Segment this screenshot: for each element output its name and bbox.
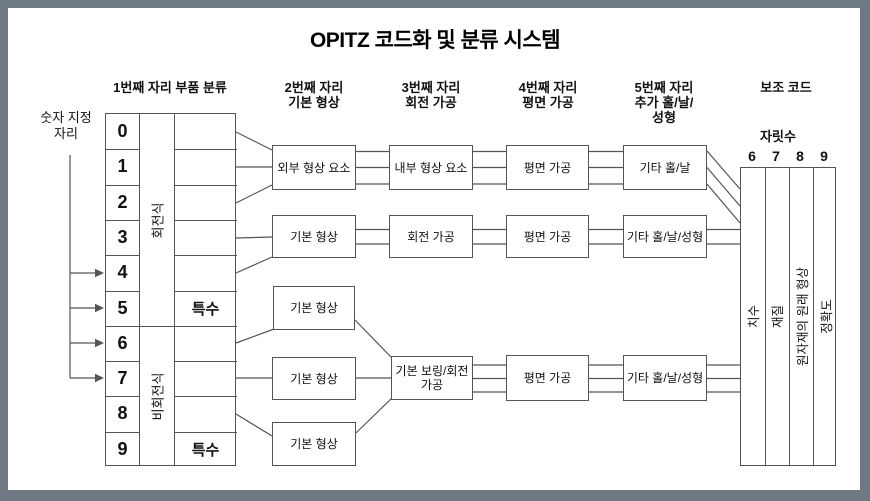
aux-digit-6: 6	[748, 148, 756, 164]
aux-digit-row: 6 7 8 9	[740, 148, 836, 164]
aux-digit-9: 9	[820, 148, 828, 164]
aux-code-table: 치수 재질 원자재의 원래 형상 정확도	[740, 167, 836, 466]
non-rotary-group-cell: 비회전식	[150, 372, 165, 421]
digit-cell-7: 7	[117, 368, 128, 388]
box-basic-shape-4: 기본 형상	[272, 422, 356, 466]
table-divider	[813, 168, 814, 465]
aux-col-dimension: 치수	[747, 304, 762, 329]
box-basic-shape-1: 기본 형상	[272, 215, 356, 258]
page-title: OPITZ 코드화 및 분류 시스템	[309, 29, 561, 52]
digit-cell-0: 0	[117, 121, 128, 141]
header-digit3: 3번째 자리 회전 가공	[401, 80, 461, 110]
box-rotation-machining: 회전 가공	[389, 215, 473, 258]
digit-cell-2: 2	[117, 192, 128, 212]
aux-digits-title: 자릿수	[760, 129, 796, 144]
header-aux-code: 보조 코드	[760, 80, 812, 95]
digit-cell-8: 8	[117, 403, 128, 423]
box-basic-boring: 기본 보링/회전 가공	[391, 356, 473, 400]
box-plane-machining-3: 평면 가공	[506, 355, 589, 401]
box-basic-shape-3: 기본 형상	[272, 357, 356, 400]
table-divider	[139, 114, 140, 465]
digit-cell-9: 9	[117, 439, 128, 459]
digit-cell-6: 6	[117, 333, 128, 353]
box-other-holes-forming-2: 기타 홀/날/성형	[623, 355, 707, 401]
aux-digit-7: 7	[772, 148, 780, 164]
box-basic-shape-2: 기본 형상	[273, 286, 355, 330]
special-cell-9: 특수	[191, 442, 220, 459]
aux-digit-8: 8	[796, 148, 804, 164]
digit-designation-label: 숫자 지정 자리	[40, 110, 92, 141]
digit-cell-4: 4	[117, 262, 128, 282]
box-external-shape: 외부 형상 요소	[272, 145, 356, 190]
special-cell-5: 특수	[191, 301, 220, 318]
aux-col-accuracy: 정확도	[819, 299, 834, 334]
box-other-holes: 기타 홀/날	[623, 145, 707, 190]
table-divider	[789, 168, 790, 465]
box-internal-shape: 내부 형상 요소	[389, 145, 473, 190]
box-plane-machining-1: 평면 가공	[506, 145, 589, 190]
box-plane-machining-2: 평면 가공	[506, 215, 589, 258]
header-digit1: 1번째 자리 부품 분류	[113, 80, 227, 95]
table-divider	[765, 168, 766, 465]
aux-col-material: 재질	[771, 304, 786, 329]
header-digit2: 2번째 자리 기본 형상	[284, 80, 344, 110]
table-divider	[174, 114, 175, 465]
aux-col-raw-material-shape: 원자재의 원래 형상	[795, 267, 810, 366]
digit-cell-1: 1	[117, 156, 128, 176]
header-digit4: 4번째 자리 평면 가공	[518, 80, 578, 110]
rotary-group-cell: 회전식	[150, 202, 166, 238]
header-digit5: 5번째 자리 추가 홀/날/ 성형	[634, 80, 694, 125]
box-other-holes-forming-1: 기타 홀/날/성형	[623, 215, 707, 258]
digit-cell-5: 5	[117, 298, 128, 318]
digit-cell-3: 3	[117, 227, 128, 247]
classification-table: 0 1 2 3 4 5 6 7 8 9 회전식 비회전식 특수 특수	[105, 113, 237, 466]
